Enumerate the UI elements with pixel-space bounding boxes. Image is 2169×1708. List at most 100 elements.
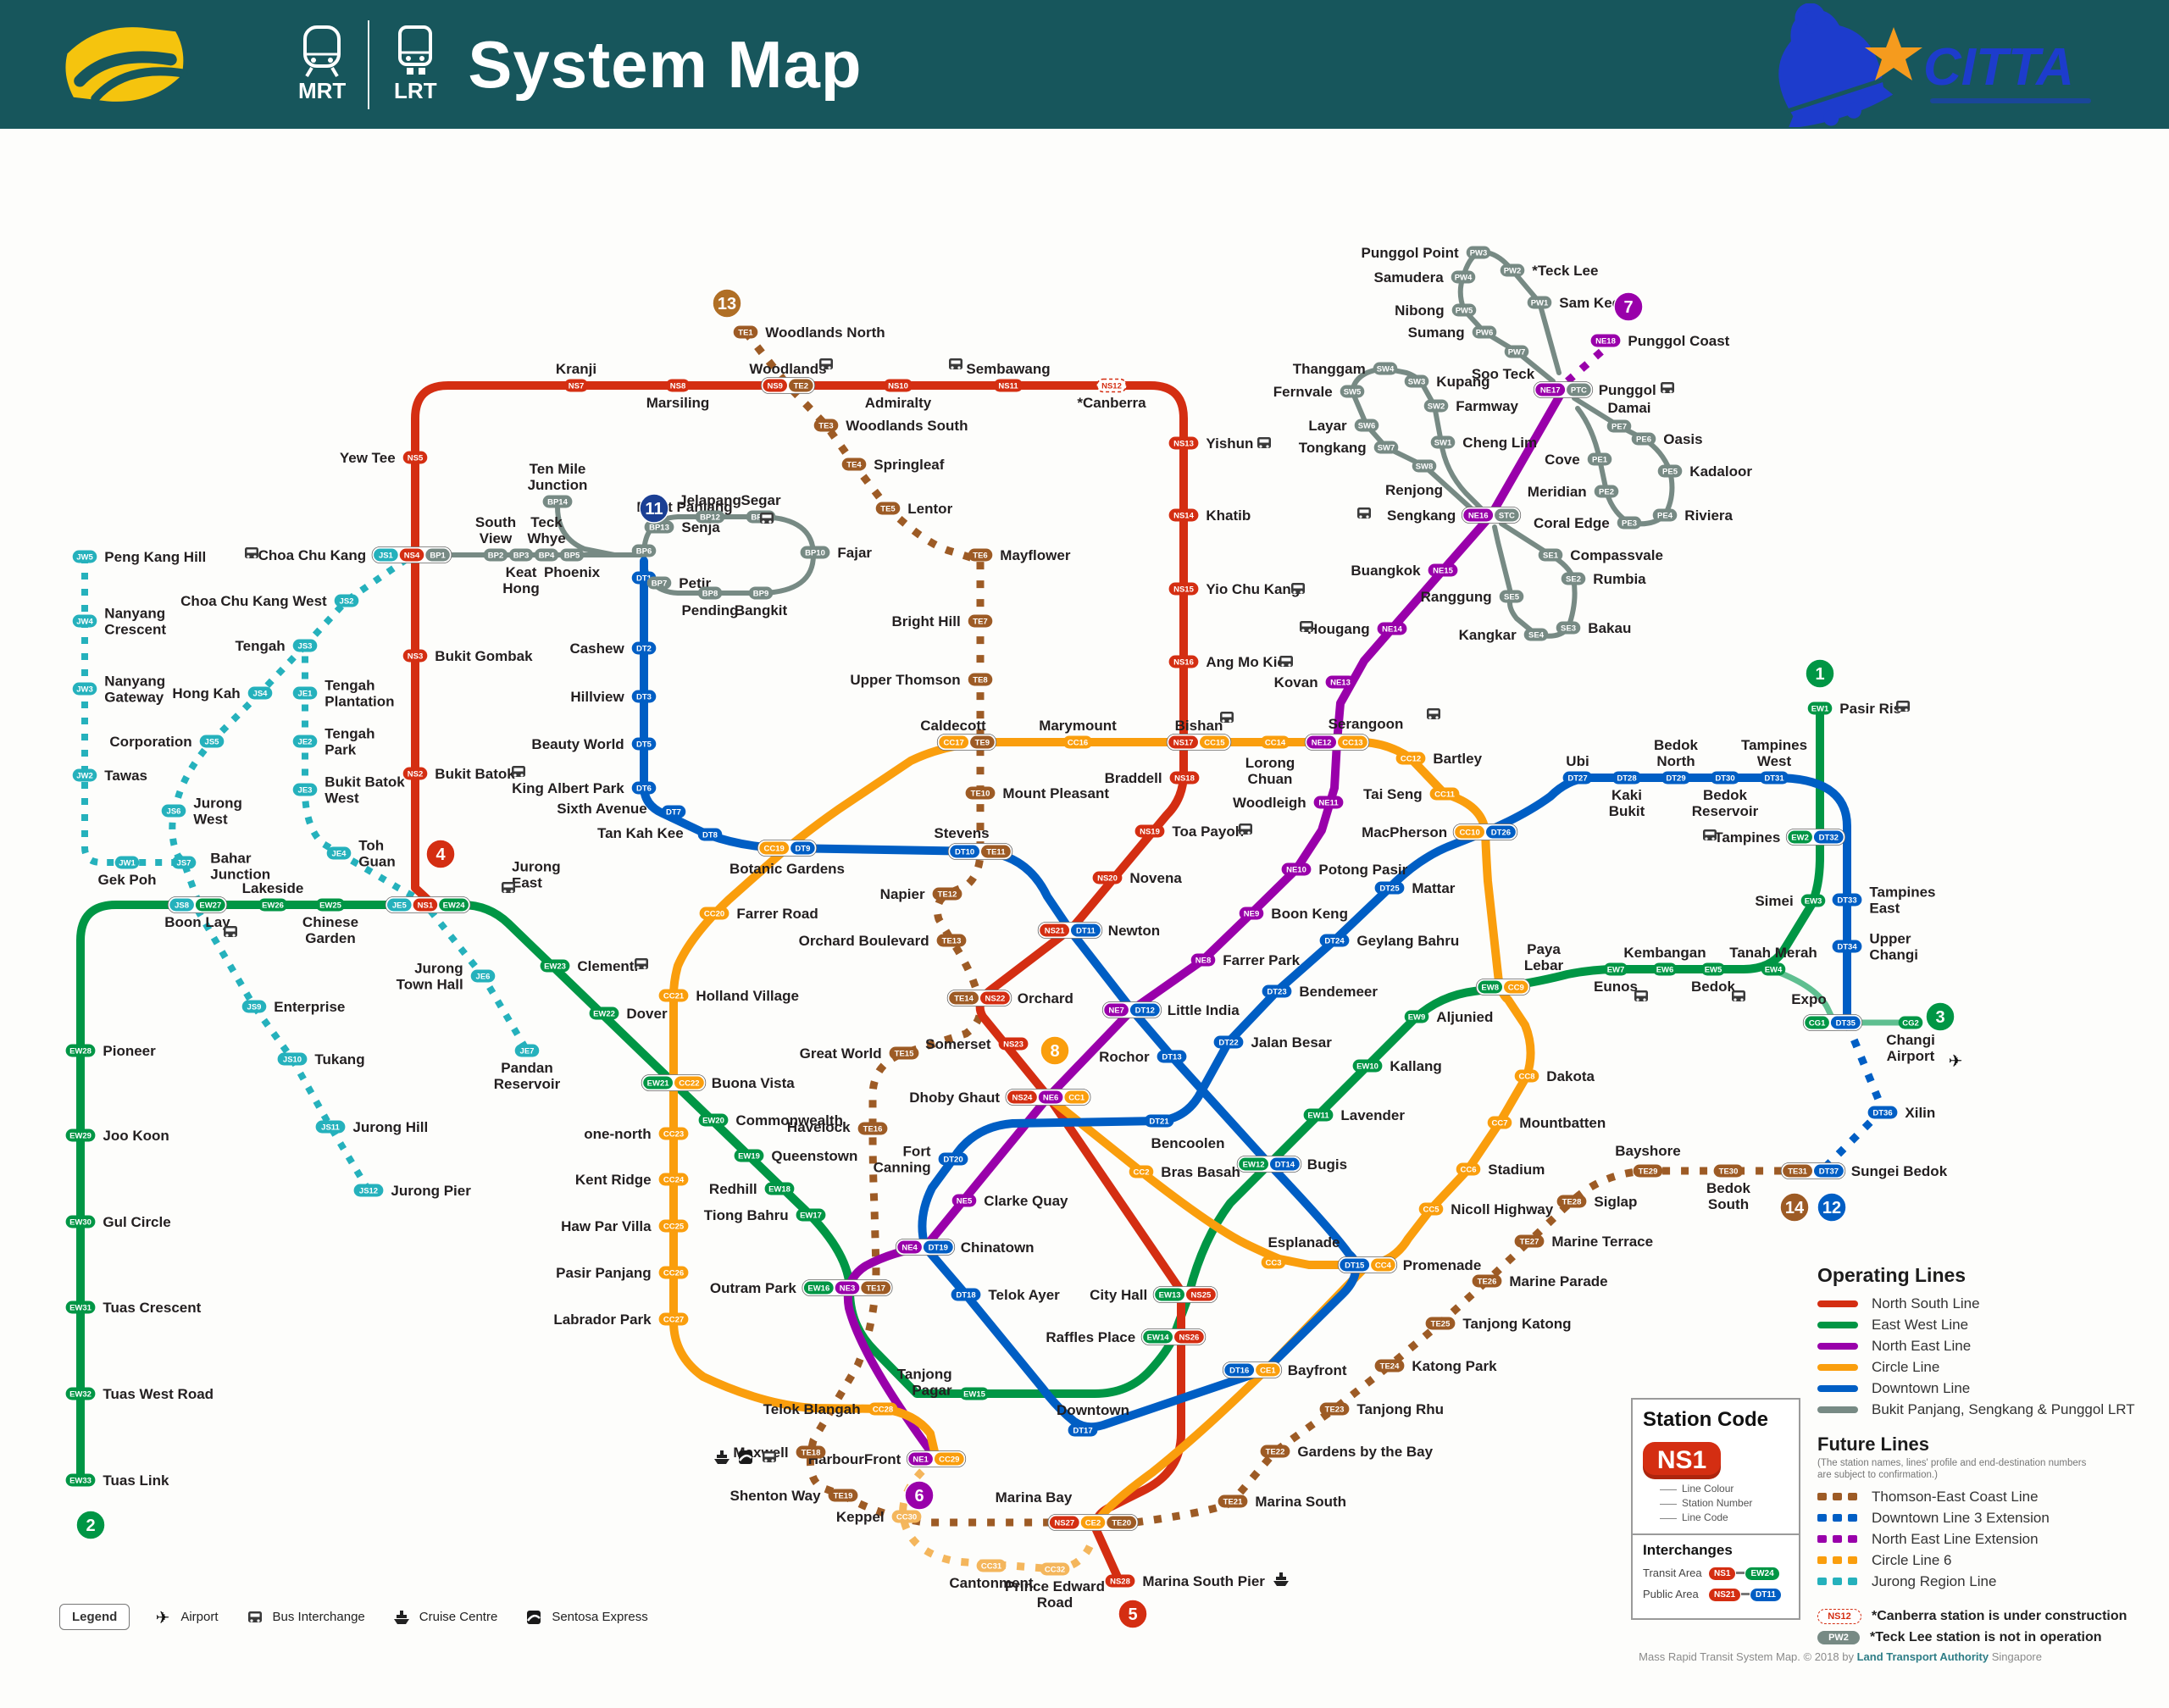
station-Kent Ridge[interactable]: CC24Kent Ridge: [575, 1172, 689, 1188]
station-Sixth Avenue[interactable]: DT7Sixth Avenue: [557, 801, 686, 818]
station-Bedok South[interactable]: TE30BedokSouth: [1706, 1164, 1751, 1213]
station-Bukit Batok[interactable]: NS2Bukit Batok: [402, 766, 516, 782]
station-Pandan Reservoir[interactable]: JE7PandanReservoir: [494, 1044, 561, 1093]
station-Clarke Quay[interactable]: NE5Clarke Quay: [951, 1193, 1068, 1209]
station-King Albert Park[interactable]: DT6King Albert Park: [512, 780, 657, 796]
station-Chinese Garden[interactable]: EW25ChineseGarden: [302, 898, 358, 947]
station-Boon Lay[interactable]: JS8EW27Boon Lay: [164, 896, 230, 931]
legend-button[interactable]: Legend: [59, 1604, 130, 1630]
station-Labrador Park[interactable]: CC27Labrador Park: [553, 1312, 689, 1328]
station-Nicoll Highway[interactable]: CC5Nicoll Highway: [1418, 1201, 1554, 1217]
station-Farrer Park[interactable]: NE8Farrer Park: [1190, 952, 1301, 968]
station-Marina South Pier[interactable]: NS28Marina South Pier: [1105, 1573, 1266, 1589]
station-Tanjong Pagar[interactable]: EW15TanjongPagar: [897, 1367, 990, 1400]
station-Marine Parade[interactable]: TE26Marine Parade: [1472, 1273, 1608, 1289]
station-Soo Teck[interactable]: PW7Soo Teck: [1472, 345, 1535, 383]
station-Botanic Gardens[interactable]: CC19DT9Botanic Gardens: [729, 840, 845, 878]
station-Choa Chu Kang West[interactable]: JS2Choa Chu Kang West: [180, 593, 359, 609]
station-Pasir Ris[interactable]: EW1Pasir Ris: [1807, 701, 1901, 717]
station-Marina South[interactable]: TE21Marina South: [1218, 1494, 1346, 1510]
station-Raffles Place[interactable]: EW14NS26Raffles Place: [1046, 1328, 1207, 1346]
station-Beauty World[interactable]: DT5Beauty World: [531, 736, 657, 752]
station-Upper Thomson[interactable]: TE8Upper Thomson: [850, 672, 993, 688]
station-Gek Poh[interactable]: JW1Gek Poh: [98, 856, 157, 889]
station-Outram Park[interactable]: EW16NE3TE17Outram Park: [710, 1279, 893, 1297]
station-Marina Bay[interactable]: NS27CE2TE20Marina Bay: [996, 1489, 1139, 1531]
station-Tiong Bahru[interactable]: EW17Tiong Bahru: [704, 1207, 826, 1223]
station-Nanyang Gateway[interactable]: JW3NanyangGateway: [72, 674, 165, 706]
station-Haw Par Villa[interactable]: CC25Haw Par Villa: [561, 1218, 689, 1234]
station-Keat Hong[interactable]: BP3KeatHong: [502, 548, 540, 597]
station-Punggol Coast[interactable]: NE18Punggol Coast: [1590, 333, 1730, 349]
station-Jurong Pier[interactable]: JS12Jurong Pier: [353, 1183, 472, 1199]
station-Bras Basah[interactable]: CC2Bras Basah: [1129, 1164, 1240, 1180]
station-Upper Changi[interactable]: DT34UpperChangi: [1832, 931, 1918, 963]
station-Jurong West[interactable]: JS6JurongWest: [161, 796, 242, 828]
station-Orchard Boulevard[interactable]: TE13Orchard Boulevard: [799, 933, 967, 949]
station-Tanjong Katong[interactable]: TE25Tanjong Katong: [1425, 1316, 1572, 1332]
station-Paya Lebar[interactable]: EW8CC9PayaLebar: [1476, 941, 1564, 995]
station-Marine Terrace[interactable]: TE27Marine Terrace: [1514, 1234, 1654, 1250]
station-Peng Kang Hill[interactable]: JW5Peng Kang Hill: [72, 549, 207, 565]
station-Buona Vista[interactable]: EW21CC22Buona Vista: [641, 1074, 795, 1092]
station-Tuas West Road[interactable]: EW32Tuas West Road: [65, 1386, 214, 1402]
station-Tuas Link[interactable]: EW33Tuas Link: [65, 1472, 169, 1489]
station-Ang Mo Kio[interactable]: NS16Ang Mo Kio: [1168, 654, 1286, 670]
station-Great World[interactable]: TE15Great World: [800, 1045, 919, 1062]
station-Ten Mile Junction[interactable]: BP14Ten MileJunction: [528, 461, 588, 508]
station-Little India[interactable]: NE7DT12Little India: [1101, 1001, 1240, 1019]
station-*Teck Lee[interactable]: PW2*Teck Lee: [1500, 263, 1599, 279]
station-Bedok Reservoir[interactable]: DT30BedokReservoir: [1692, 771, 1759, 820]
station-Sam Kee[interactable]: PW1Sam Kee: [1527, 295, 1620, 311]
station-Coral Edge[interactable]: PE3Coral Edge: [1534, 515, 1642, 531]
station-Shenton Way[interactable]: TE19Shenton Way: [730, 1488, 858, 1504]
